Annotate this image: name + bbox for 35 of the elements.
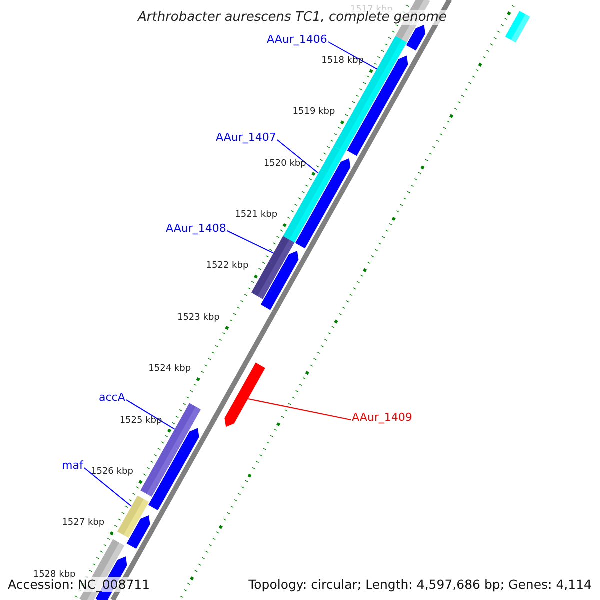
scale-label: 1523 kbp [177, 312, 220, 323]
leader-line [276, 140, 320, 174]
gene-bar [126, 516, 150, 549]
gene-bar [148, 428, 200, 510]
scale-label: 1524 kbp [148, 364, 192, 374]
gene-label: AAur_1407 [216, 131, 276, 144]
gene-bar [118, 496, 149, 538]
gene-bar [406, 25, 426, 51]
gene-label: accA [99, 391, 126, 404]
scale-label: 1525 kbp [120, 416, 162, 426]
gene-bar [260, 251, 299, 310]
scale-label: 1522 kbp [206, 261, 249, 272]
gene-bar [224, 362, 266, 428]
gene-bar [140, 403, 201, 497]
scale-label: 1518 kbp [322, 56, 364, 66]
scale-label: 1526 kbp [91, 466, 134, 477]
gene-label: AAur_1408 [166, 222, 226, 235]
scale-label: 1528 kbp [33, 570, 76, 580]
accession-text: Accession: NC_008711 [8, 577, 150, 592]
scale-label: 1527 kbp [62, 518, 105, 528]
scale-label: 1521 kbp [235, 210, 278, 220]
scale-label: 1519 kbp [292, 107, 336, 118]
gene-bar [252, 236, 295, 300]
scale-label: 1520 kbp [264, 158, 306, 169]
gene-bar [505, 11, 530, 43]
leader-line [248, 398, 352, 420]
leader-line [328, 42, 378, 70]
genome-info-text: Topology: circular; Length: 4,597,686 bp; Genes: 4,114 [248, 577, 592, 592]
leader-line [84, 468, 132, 507]
gene-bar [347, 56, 408, 156]
gene-label: AAur_1406 [267, 33, 328, 46]
gene-label: AAur_1409 [352, 411, 412, 424]
gene-label: maf [62, 459, 84, 472]
leader-line [126, 400, 176, 430]
leader-line [226, 230, 274, 254]
